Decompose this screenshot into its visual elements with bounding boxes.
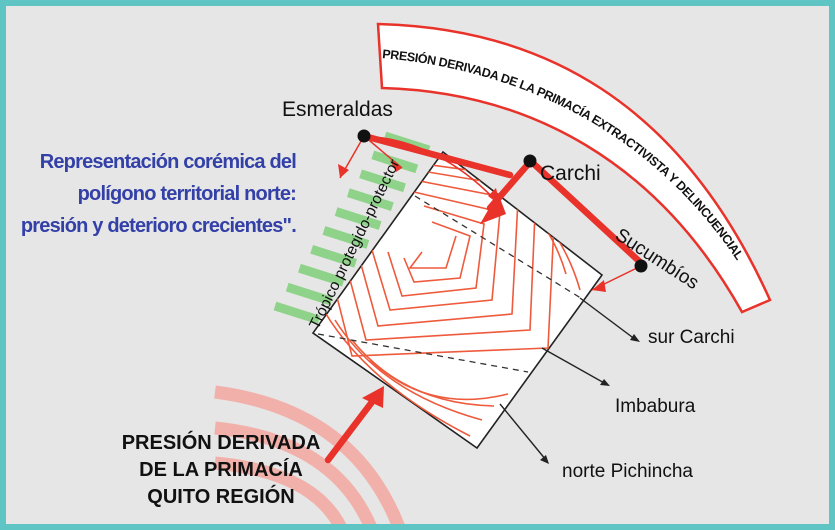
carchi-node <box>523 154 537 168</box>
diagram-canvas: PRESIÓN DERIVADA DE LA PRIMACÍA EXTRACTI… <box>6 6 829 524</box>
green-band-stripe <box>285 282 333 306</box>
pressure-arrows <box>324 132 644 464</box>
quito-pressure-bands <box>214 385 405 524</box>
extractive-pressure-arc <box>376 22 772 314</box>
carchi-label: Carchi <box>540 162 601 185</box>
green-band-stripe <box>298 263 345 287</box>
pressure-line: PRESIÓN DERIVADA <box>121 432 321 454</box>
pressure-line: QUITO REGIÓN <box>147 486 295 508</box>
green-band-stripe <box>322 226 370 249</box>
pressure-line: DE LA PRIMACÍA <box>139 459 303 481</box>
sur-carchi-label: sur Carchi <box>648 327 735 348</box>
title-line: Representación corémica del <box>39 151 297 173</box>
green-band-stripe <box>273 301 321 325</box>
esmeraldas-label: Esmeraldas <box>282 98 393 121</box>
pressure-arrow-heads <box>362 193 506 408</box>
norte-pichincha-label: norte Pichincha <box>562 461 693 482</box>
sucumbios-node <box>634 259 648 273</box>
title-line: polígono territorial norte: <box>77 183 297 205</box>
quito-pressure-label: PRESIÓN DERIVADA DE LA PRIMACÍA QUITO RE… <box>86 430 356 511</box>
region-dividers <box>317 195 585 373</box>
region-arrow-heads <box>540 334 640 464</box>
imbabura-label: Imbabura <box>615 396 696 417</box>
diagram-title: Representación corémica del polígono ter… <box>6 146 297 242</box>
place-nodes <box>357 129 648 273</box>
esmeraldas-node <box>357 129 371 143</box>
title-line: presión y deterioro crecientes". <box>20 215 297 237</box>
green-band-stripe <box>346 188 394 211</box>
region-arrows <box>499 297 637 461</box>
diagram-svg: PRESIÓN DERIVADA DE LA PRIMACÍA EXTRACTI… <box>214 22 772 524</box>
green-band-stripe <box>310 245 358 268</box>
green-band-stripe <box>359 169 406 193</box>
green-band-stripe <box>334 207 382 230</box>
